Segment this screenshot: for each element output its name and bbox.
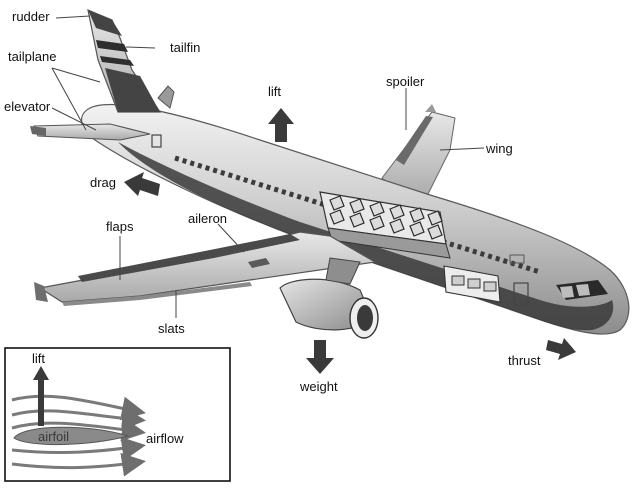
airfoil-shape bbox=[13, 426, 130, 446]
seat-rows bbox=[329, 195, 443, 240]
front-door bbox=[513, 282, 529, 306]
inset-label-lift: lift bbox=[32, 351, 45, 366]
label-spoiler: spoiler bbox=[386, 74, 425, 89]
label-thrust: thrust bbox=[508, 353, 541, 368]
thrust-arrow-icon bbox=[546, 338, 576, 360]
label-tailfin: tailfin bbox=[170, 40, 201, 55]
inset-lift-arrow-icon bbox=[33, 366, 49, 426]
inset-label-airflow: airflow bbox=[146, 431, 184, 446]
engine bbox=[279, 257, 379, 339]
label-aileron: aileron bbox=[188, 211, 228, 226]
cabin-cutaway bbox=[319, 191, 501, 303]
label-wing: wing bbox=[486, 141, 513, 156]
label-tailplane: tailplane bbox=[8, 49, 57, 64]
leader-lines bbox=[51, 15, 485, 318]
slats-surface bbox=[62, 282, 252, 306]
left-wing bbox=[34, 231, 377, 306]
weight-arrow-icon bbox=[306, 340, 334, 374]
label-lift: lift bbox=[268, 84, 281, 99]
label-drag: drag bbox=[90, 175, 117, 190]
tail bbox=[30, 9, 175, 141]
airfoil-inset bbox=[4, 347, 231, 482]
rear-door bbox=[151, 134, 162, 148]
label-slats: slats bbox=[158, 321, 185, 336]
drag-arrow-icon bbox=[124, 172, 160, 196]
label-weight: weight bbox=[300, 379, 338, 394]
rudder-surface bbox=[88, 10, 122, 36]
label-rudder: rudder bbox=[12, 9, 50, 24]
lift-arrow-icon bbox=[268, 108, 294, 142]
flaps-surface bbox=[78, 234, 300, 282]
label-elevator: elevator bbox=[4, 99, 51, 114]
inset-label-airfoil: airfoil bbox=[38, 429, 70, 444]
label-flaps: flaps bbox=[106, 219, 134, 234]
airflow-lines bbox=[11, 394, 146, 477]
